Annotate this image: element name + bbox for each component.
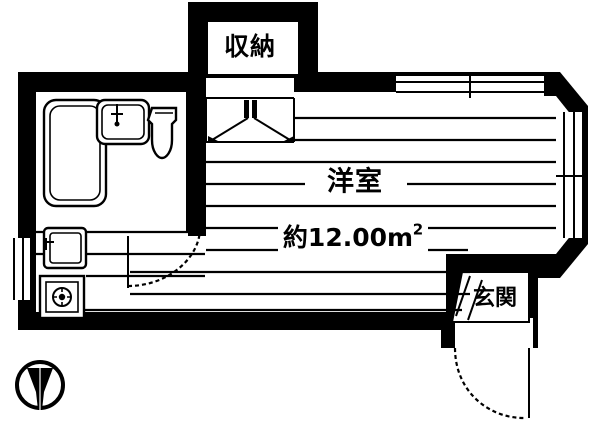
kitchen-fixtures <box>38 226 88 320</box>
room-storage-floor <box>208 22 298 74</box>
closet-doors-icon <box>205 97 295 143</box>
room-area-western: 約12.00m <box>283 223 413 252</box>
window-west-icon <box>6 238 30 300</box>
room-label-western: 洋室 <box>327 166 383 198</box>
windows <box>6 76 582 300</box>
room-label-storage: 収納 <box>224 32 276 61</box>
bathtub-icon <box>42 98 108 208</box>
toilet-icon <box>146 106 178 160</box>
kitchen-sink-icon <box>42 226 88 270</box>
room-area-superscript: 2 <box>413 221 423 239</box>
window-north-icon <box>396 76 544 98</box>
door-swings <box>127 227 530 420</box>
bay-window-icon <box>556 112 582 238</box>
room-labels: 収納 洋室 約12.00m 2 玄関 <box>224 32 517 311</box>
bay-window-floor <box>445 96 572 254</box>
north-arrow-icon <box>15 360 65 410</box>
unit-bath-fixtures <box>42 98 178 208</box>
room-label-entrance: 玄関 <box>473 285 517 311</box>
entrance-step <box>450 271 530 323</box>
entrance-door-swing-icon <box>453 347 525 420</box>
bath-door-swing-icon <box>127 227 202 288</box>
